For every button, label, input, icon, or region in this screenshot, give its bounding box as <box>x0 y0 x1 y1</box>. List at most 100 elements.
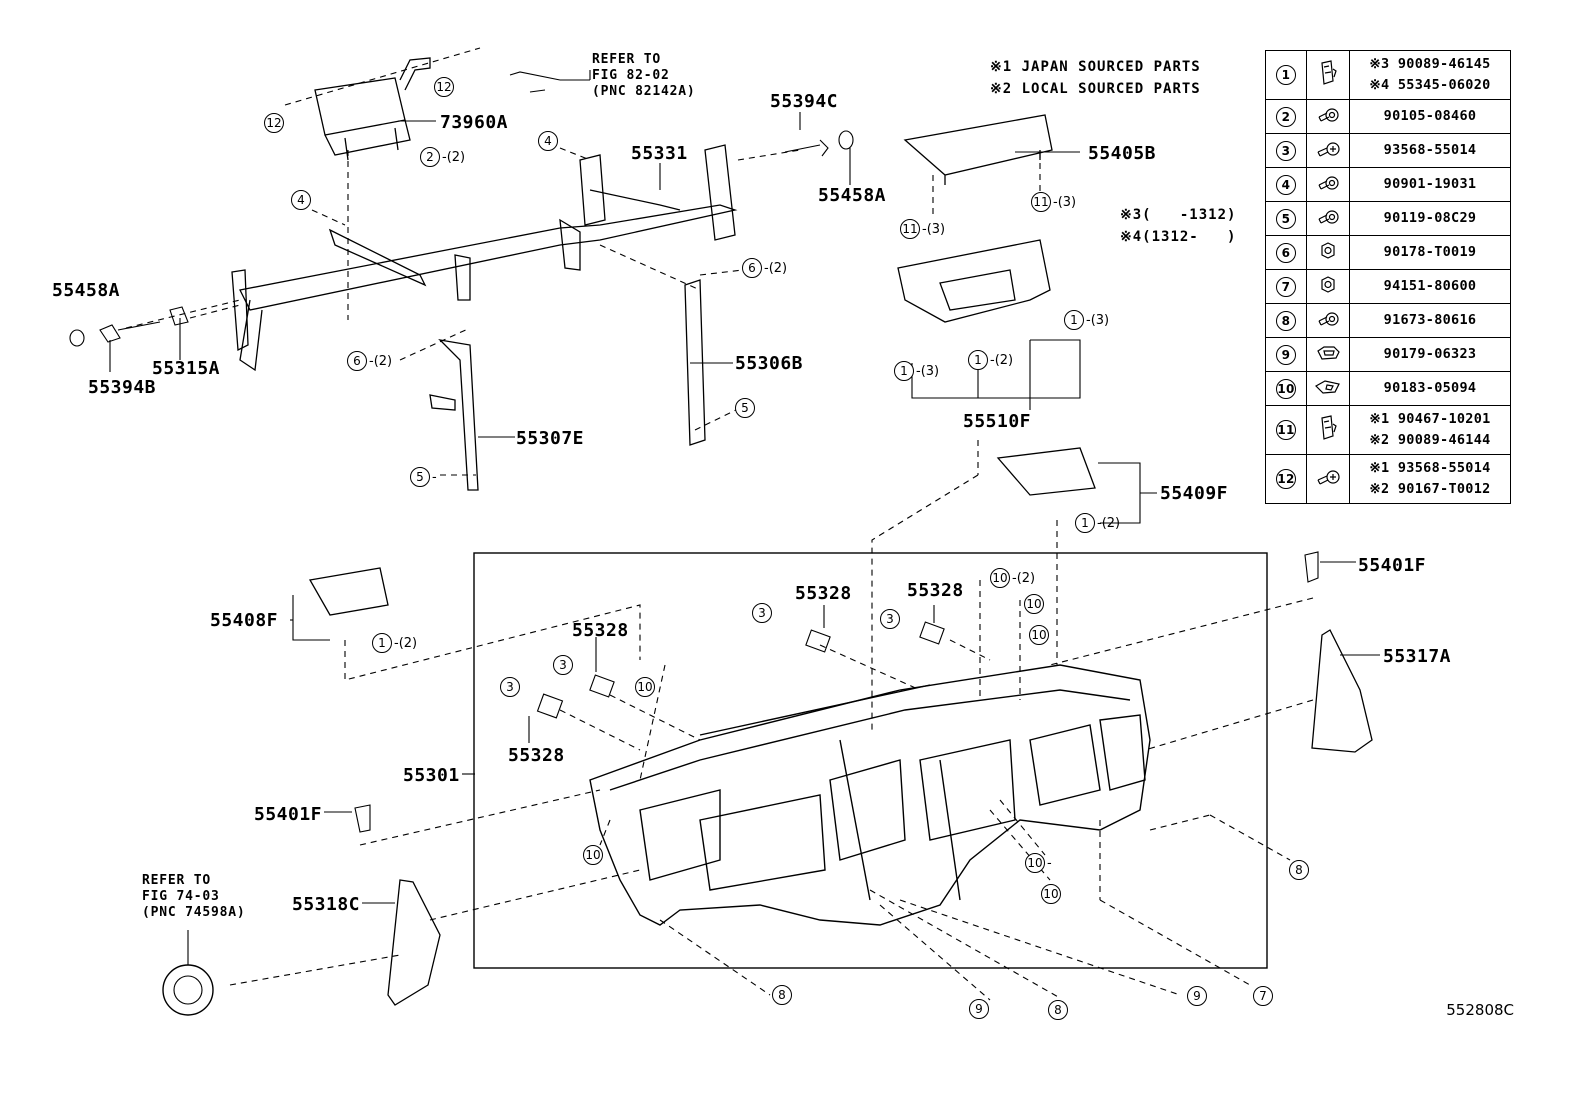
callout-1-d: 1-(2) <box>1075 513 1120 533</box>
legend-part-number: ※3 90089-46145 <box>1369 56 1491 72</box>
legend-row: 3 93568-55014 <box>1265 133 1511 168</box>
legend-row: 9 90179-06323 <box>1265 337 1511 372</box>
callout-3-c: 3 <box>553 655 573 675</box>
part-number-55408F: 55408F <box>210 610 279 631</box>
legend-callout-number: 6 <box>1276 242 1296 263</box>
part-number-55315A: 55315A <box>152 358 221 379</box>
part-number-55318C: 55318C <box>292 894 361 915</box>
legend-part-number: 90105-08460 <box>1383 108 1477 124</box>
legend-part-number: 90901-19031 <box>1383 176 1477 192</box>
legend-callout-number: 8 <box>1276 310 1296 331</box>
legend-callout-number: 7 <box>1276 276 1296 297</box>
panel-55318C-illustration <box>387 879 441 1006</box>
legend-callout-number: 9 <box>1276 344 1296 365</box>
label-seal-illustration <box>162 964 214 1016</box>
legend-row: 2 90105-08460 <box>1265 99 1511 134</box>
bolt-icon <box>1306 201 1350 236</box>
callout-10-a: 10-(2) <box>990 568 1035 588</box>
part-number-55510F: 55510F <box>963 411 1032 432</box>
box-55510F-illustration <box>897 239 1051 323</box>
legend-row: 6 90178-T0019 <box>1265 235 1511 270</box>
legend-part-number: ※1 90467-10201 <box>1369 411 1491 427</box>
part-number-55328-c: 55328 <box>572 620 629 641</box>
bolt-icon <box>1306 99 1350 134</box>
legend-part-number: 94151-80600 <box>1383 278 1477 294</box>
callout-6-a: 6-(2) <box>742 258 787 278</box>
figure-id: 552808C <box>1446 1001 1514 1019</box>
callout-3-b: 3 <box>880 609 900 629</box>
callout-5-b: 5- <box>410 467 437 487</box>
callout-1-c: 1-(3) <box>894 361 939 381</box>
legend-part-number: ※4 55345-06020 <box>1369 77 1491 93</box>
nut-icon <box>1306 269 1350 304</box>
instrument-panel-reinforcement-illustration <box>589 664 1151 926</box>
legend-part-number: ※2 90089-46144 <box>1369 432 1491 448</box>
part-number-55401F-right: 55401F <box>1358 555 1427 576</box>
crossbeam-illustration <box>231 144 738 491</box>
callout-12-a: 12 <box>264 113 284 133</box>
callout-12-b: 12 <box>434 77 454 97</box>
callout-3-a: 3 <box>752 603 772 623</box>
legend-callout-number: 1 <box>1276 65 1296 85</box>
legend-row: 7 94151-80600 <box>1265 269 1511 304</box>
part-number-55301: 55301 <box>403 765 460 786</box>
cover-55405B-illustration <box>903 114 1053 185</box>
callout-10-b: 10 <box>1024 594 1044 614</box>
callout-9-b: 9 <box>969 999 989 1019</box>
callout-11-a: 11-(3) <box>900 219 945 239</box>
cage-nut-icon <box>1306 337 1350 372</box>
legend-row: 12※1 93568-55014※2 90167-T0012 <box>1265 454 1511 504</box>
legend-callout-number: 2 <box>1276 106 1296 127</box>
legend-callout-number: 12 <box>1276 469 1296 489</box>
callout-10-f: 10- <box>1025 853 1052 873</box>
callout-1-e: 1-(2) <box>372 633 417 653</box>
legend-callout-number: 5 <box>1276 208 1296 229</box>
callout-10-g: 10 <box>1041 884 1061 904</box>
legend-part-number: 90183-05094 <box>1383 380 1477 396</box>
bolt-icon <box>1306 303 1350 338</box>
callout-3-d: 3 <box>500 677 520 697</box>
clip-icon <box>1306 50 1350 100</box>
legend-callout-number: 10 <box>1276 378 1296 399</box>
screw-icon <box>1306 454 1350 504</box>
callout-6-b: 6-(2) <box>347 351 392 371</box>
legend-part-number: 91673-80616 <box>1383 312 1477 328</box>
legend-part-number: ※2 90167-T0012 <box>1369 481 1491 497</box>
callout-1-a: 1-(3) <box>1064 310 1109 330</box>
legend-callout-number: 3 <box>1276 140 1296 161</box>
callout-5-a: 5 <box>735 398 755 418</box>
legend-part-number: 93568-55014 <box>1383 142 1477 158</box>
part-number-55328-d: 55328 <box>508 745 565 766</box>
callout-4-b: 4 <box>291 190 311 210</box>
clip-icon <box>1306 405 1350 455</box>
cover-55409F-illustration <box>996 447 1096 496</box>
part-number-55394B: 55394B <box>88 377 157 398</box>
airbag-module-illustration <box>314 57 431 161</box>
part-number-55306B: 55306B <box>735 353 804 374</box>
note-japan-sourced: ※1 JAPAN SOURCED PARTS <box>990 59 1201 75</box>
callout-10-d: 10 <box>635 677 655 697</box>
legend-part-number: 90178-T0019 <box>1383 244 1477 260</box>
callout-9-a: 9 <box>1187 986 1207 1006</box>
callout-2: 2-(2) <box>420 147 465 167</box>
refer-fig-74-03: REFER TO FIG 74-03 (PNC 74598A) <box>142 873 246 920</box>
legend-part-number: 90179-06323 <box>1383 346 1477 362</box>
part-number-55328-a: 55328 <box>795 583 852 604</box>
part-number-55307E: 55307E <box>516 428 585 449</box>
legend-row: 5 90119-08C29 <box>1265 201 1511 236</box>
bolt-55394B-illustration <box>99 321 161 343</box>
dashboard-frame <box>473 552 1268 969</box>
refer-fig-82-02: REFER TO FIG 82-02 (PNC 82142A) <box>592 52 696 99</box>
legend-row: 10 90183-05094 <box>1265 371 1511 406</box>
callout-1-b: 1-(2) <box>968 350 1013 370</box>
legend-row: 8 91673-80616 <box>1265 303 1511 338</box>
part-number-55458A-right: 55458A <box>818 185 887 206</box>
callout-11-b: 11-(3) <box>1031 192 1076 212</box>
cover-55408F-illustration <box>308 567 389 616</box>
legend-part-number: 90119-08C29 <box>1383 210 1477 226</box>
part-number-55331: 55331 <box>631 143 688 164</box>
callout-10-c: 10 <box>1029 625 1049 645</box>
clip-nut-icon <box>1306 371 1350 406</box>
part-number-55405B: 55405B <box>1088 143 1157 164</box>
